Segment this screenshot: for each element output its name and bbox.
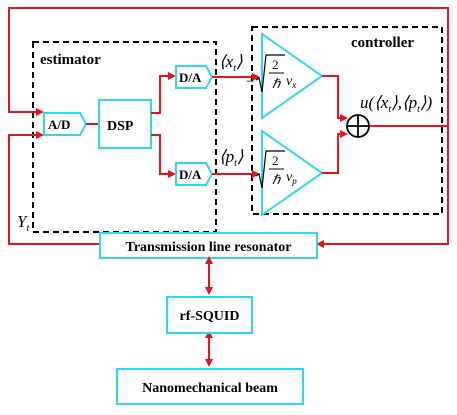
dsp-to-da-top-wire [151,72,176,114]
da-top-label: D/A [179,70,202,85]
gain-p-num: 2 [272,153,279,168]
gain-x-den: ℏ [272,76,282,91]
beam-label: Nanomechanical beam [142,381,278,396]
x-mean-label: ⟨xt⟩ [219,52,243,74]
dsp-block [98,99,152,149]
measurement-wire [8,131,100,245]
beam-box [116,368,304,405]
transmission-label: Transmission line resonator [126,240,292,255]
squid-box [166,296,253,334]
control-output-label: u(⟨xt⟩,⟨pt⟩) [360,93,433,115]
measurement-label: Yt [17,212,29,234]
ad-label: A/D [48,117,70,132]
dsp-to-da-bottom-wire [151,134,176,178]
gain-x-num: 2 [272,57,279,72]
feedback-wire-top [8,7,449,126]
amp-x-to-sum-wire [322,75,348,122]
da-converter-bottom [175,162,214,186]
controller-box [251,26,443,215]
estimator-label: estimator [40,52,101,68]
da-converter-top [175,65,214,89]
gain-x-minus: − [246,74,254,90]
transmission-line-box [99,232,318,259]
gain-p-den: ℏ [272,172,282,187]
squid-label: rf-SQUID [180,309,240,324]
gain-p-sqrt [255,150,285,189]
amp-p-to-sum-wire [322,130,348,174]
p-mean-label: ⟨pt⟩ [219,147,244,169]
gain-x-sqrt [255,54,285,93]
dsp-label: DSP [107,119,134,134]
gain-amplifier-p [261,129,324,217]
ad-converter [43,112,88,136]
controller-label: controller [351,35,414,51]
da-bottom-label: D/A [179,167,202,182]
gain-x-nu: νx [286,74,296,90]
control-wire [316,125,449,248]
gain-p-nu: νp [286,170,297,186]
